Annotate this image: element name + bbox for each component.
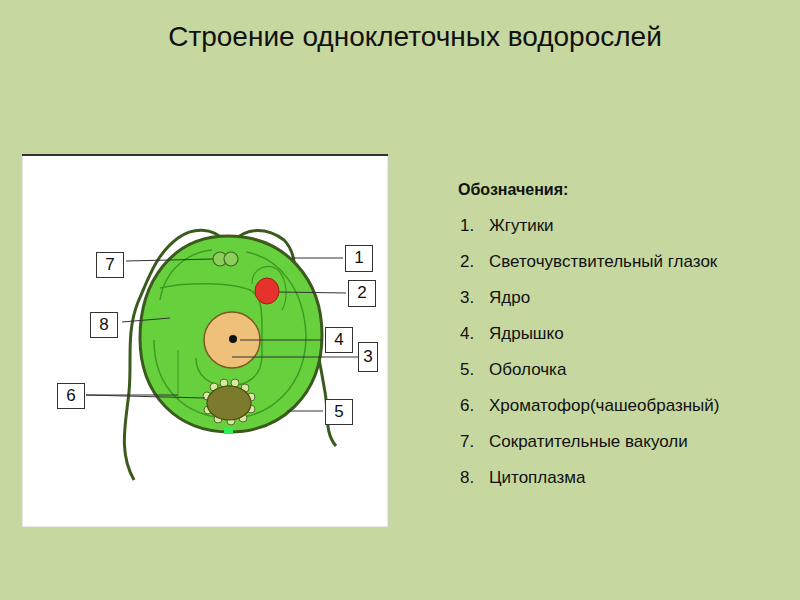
panel-top-rule xyxy=(22,154,388,156)
leader-line xyxy=(126,259,213,261)
leader-line xyxy=(240,340,323,341)
leader-line xyxy=(86,395,178,396)
list-number: 8. xyxy=(460,468,474,488)
part-name: Ядрышко xyxy=(489,324,564,344)
callout-number: 2 xyxy=(357,284,366,303)
callout-box: 4 xyxy=(325,327,353,353)
callout-box: 6 xyxy=(57,383,85,409)
cell-membrane xyxy=(140,236,322,432)
callout-number: 8 xyxy=(99,316,108,335)
leader-line xyxy=(279,292,346,293)
leader-line xyxy=(86,395,205,398)
part-name: Ядро xyxy=(489,288,530,308)
callout-box: 8 xyxy=(90,312,118,338)
list-number: 4. xyxy=(460,324,474,344)
callout-number: 1 xyxy=(354,249,363,268)
slide-title: Строение одноклеточных водорослей xyxy=(168,20,662,54)
part-name: Жгутики xyxy=(489,216,554,236)
eyespot xyxy=(255,278,279,304)
leader-lines xyxy=(86,258,358,411)
callout-number: 5 xyxy=(334,403,343,422)
pyrenoid xyxy=(203,379,255,425)
chromatophore-cup xyxy=(160,284,262,386)
legend-heading: Обозначения: xyxy=(458,180,568,199)
part-name: Цитоплазма xyxy=(489,468,585,488)
callout-box: 3 xyxy=(358,342,378,372)
list-number: 3. xyxy=(460,288,474,308)
callout-number: 6 xyxy=(66,387,75,406)
part-name: Сократительные вакуоли xyxy=(489,432,688,452)
list-number: 1. xyxy=(460,216,474,236)
callout-box: 2 xyxy=(348,280,376,307)
callout-box: 1 xyxy=(345,245,373,272)
picture-panel xyxy=(22,155,388,527)
list-number: 5. xyxy=(460,360,474,380)
nucleolus xyxy=(229,335,237,343)
list-number: 2. xyxy=(460,252,474,272)
part-name: Оболочка xyxy=(489,360,566,380)
contractile-vacuole xyxy=(224,252,238,266)
callout-box: 5 xyxy=(325,399,353,425)
part-name: Хроматофор(чашеобразный) xyxy=(489,396,720,416)
leader-line xyxy=(122,318,170,322)
part-name: Светочувствительный глазок xyxy=(489,252,717,272)
callout-number: 4 xyxy=(334,331,343,350)
green-dot xyxy=(224,427,233,434)
leader-line xyxy=(287,411,323,412)
list-number: 7. xyxy=(460,432,474,452)
leader-line xyxy=(232,357,358,358)
callout-number: 3 xyxy=(363,348,372,367)
callout-number: 7 xyxy=(105,256,114,275)
leader-line xyxy=(292,258,343,259)
chromatophore-line xyxy=(178,350,179,400)
list-number: 6. xyxy=(460,396,474,416)
eyespot-edge xyxy=(252,266,286,310)
callout-box: 7 xyxy=(96,252,124,278)
